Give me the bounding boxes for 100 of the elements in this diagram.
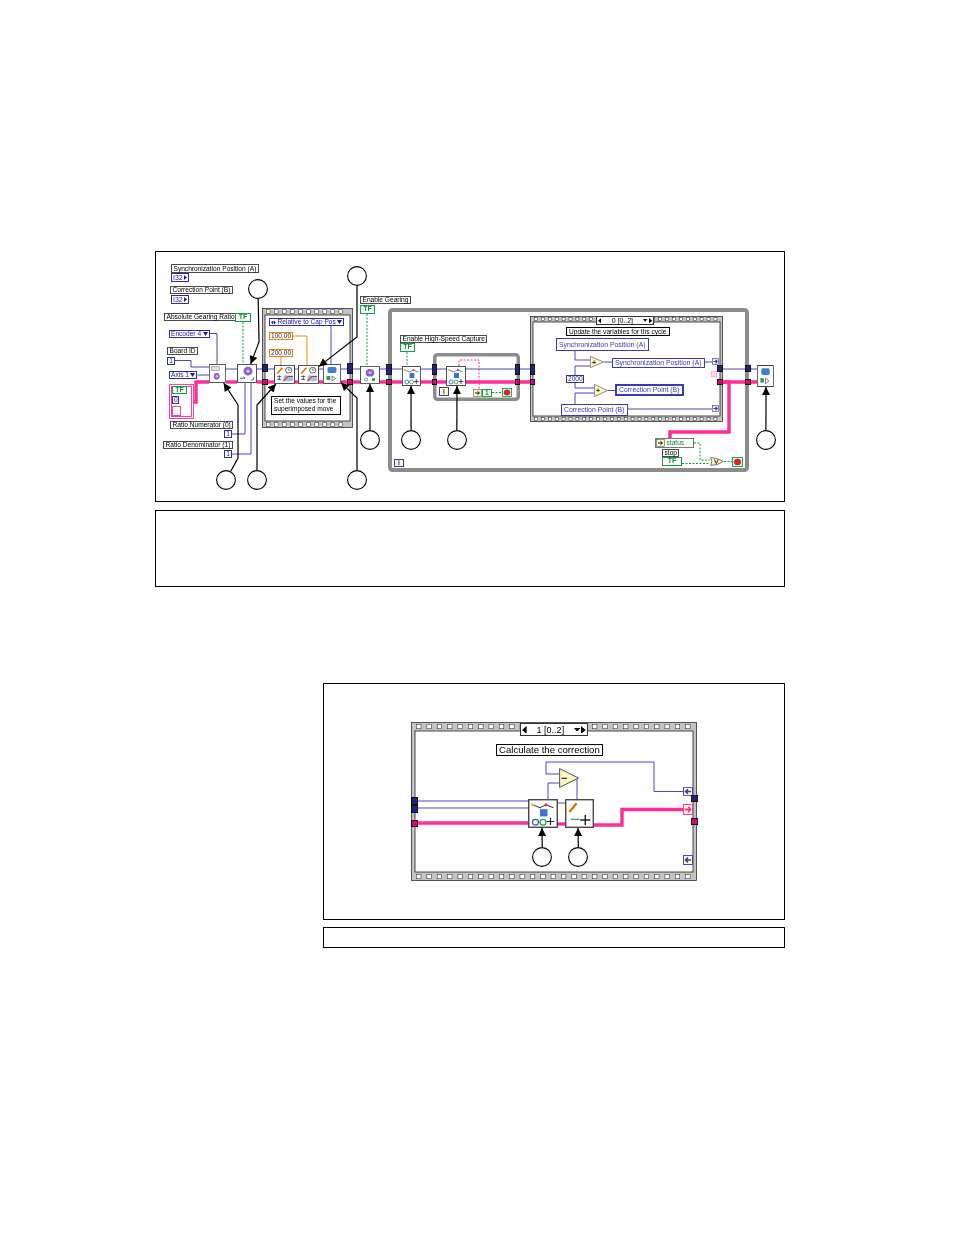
wire	[280, 356, 282, 366]
function-icon	[565, 799, 594, 828]
local-terminal-icon	[712, 405, 719, 412]
wire	[319, 380, 323, 384]
wire	[574, 392, 595, 405]
wire	[557, 802, 566, 804]
wire	[558, 822, 565, 826]
wire	[574, 382, 595, 389]
wire	[574, 350, 591, 361]
wire	[547, 782, 560, 800]
wire	[458, 359, 480, 390]
stop-condition-icon	[502, 388, 512, 397]
wire	[681, 463, 711, 464]
wire	[607, 390, 616, 391]
wire	[406, 351, 408, 367]
function-icon	[402, 366, 421, 386]
wire	[574, 365, 591, 376]
leader-arrow	[318, 285, 358, 367]
wire	[417, 800, 529, 802]
callout-circle	[568, 847, 588, 867]
wire	[723, 461, 733, 462]
function-icon	[757, 365, 774, 387]
callout-circle	[532, 847, 552, 867]
wire	[491, 392, 503, 393]
leader-arrow	[762, 386, 770, 431]
function-icon	[274, 365, 295, 384]
wire	[294, 380, 299, 384]
local-terminal-icon	[712, 358, 719, 365]
local-terminal-icon	[683, 855, 693, 865]
wire	[417, 807, 529, 809]
wire	[704, 361, 713, 363]
callout-circle	[248, 279, 268, 299]
function-icon	[360, 366, 380, 384]
wire	[576, 778, 578, 800]
wire	[668, 380, 731, 438]
callout-circle	[347, 266, 367, 286]
subtract-function: −	[559, 768, 579, 788]
wire	[603, 361, 613, 363]
leader-arrow	[574, 827, 583, 848]
callout-circle	[360, 430, 380, 450]
leader-arrow	[366, 383, 374, 431]
wire	[722, 368, 758, 370]
wire	[193, 380, 209, 404]
numeric-control-terminal	[171, 295, 190, 304]
callout-circle	[347, 470, 367, 490]
or-gate-icon	[710, 457, 724, 466]
wire	[318, 368, 324, 370]
local-terminal-icon	[683, 787, 693, 796]
wire	[340, 368, 361, 370]
wire	[209, 333, 218, 365]
wire	[292, 335, 308, 366]
wire	[196, 374, 210, 376]
leader-arrow	[407, 385, 415, 431]
ring-constant	[269, 318, 345, 326]
wire	[341, 380, 360, 384]
numeric-control-terminal	[171, 273, 190, 282]
stop-condition-icon	[732, 457, 743, 467]
local-terminal-icon	[683, 804, 693, 815]
wire	[256, 368, 275, 370]
callout-circle	[247, 470, 267, 490]
callout-circle	[401, 430, 421, 450]
function-icon	[323, 364, 341, 384]
wire	[545, 761, 684, 792]
frame-selector: 1 [0..2]	[520, 723, 588, 736]
wire	[379, 368, 403, 370]
wire	[330, 325, 332, 365]
callout-circle	[216, 470, 236, 490]
function-icon	[446, 366, 466, 386]
comment-label: Calculate the correction	[496, 744, 603, 756]
wire	[627, 408, 713, 410]
wire	[421, 380, 446, 384]
wire	[466, 380, 530, 384]
empty-string-constant	[172, 406, 181, 416]
function-icon	[298, 365, 319, 384]
function-icon	[237, 364, 257, 383]
wire	[242, 321, 244, 365]
callout-circle	[756, 430, 776, 450]
leader-arrow	[223, 382, 239, 472]
wire	[225, 368, 238, 370]
wire	[174, 360, 210, 368]
wire	[366, 313, 368, 367]
wire	[231, 382, 252, 455]
callout-circle	[447, 430, 467, 450]
wire	[418, 821, 528, 825]
wire	[294, 368, 299, 370]
ring-constant	[169, 371, 198, 379]
wire	[226, 380, 237, 384]
cluster-constant	[169, 384, 194, 419]
wire	[465, 368, 531, 370]
leader-arrow	[452, 385, 461, 431]
wire	[231, 382, 246, 435]
wire	[594, 807, 683, 827]
wire	[693, 442, 711, 461]
unbundle-node	[655, 438, 694, 448]
leader-arrow	[256, 383, 277, 471]
function-icon	[528, 799, 558, 828]
ring-constant	[169, 330, 210, 338]
function-icon	[209, 364, 226, 383]
leader-arrow	[340, 382, 358, 471]
leader-arrow	[538, 827, 547, 848]
